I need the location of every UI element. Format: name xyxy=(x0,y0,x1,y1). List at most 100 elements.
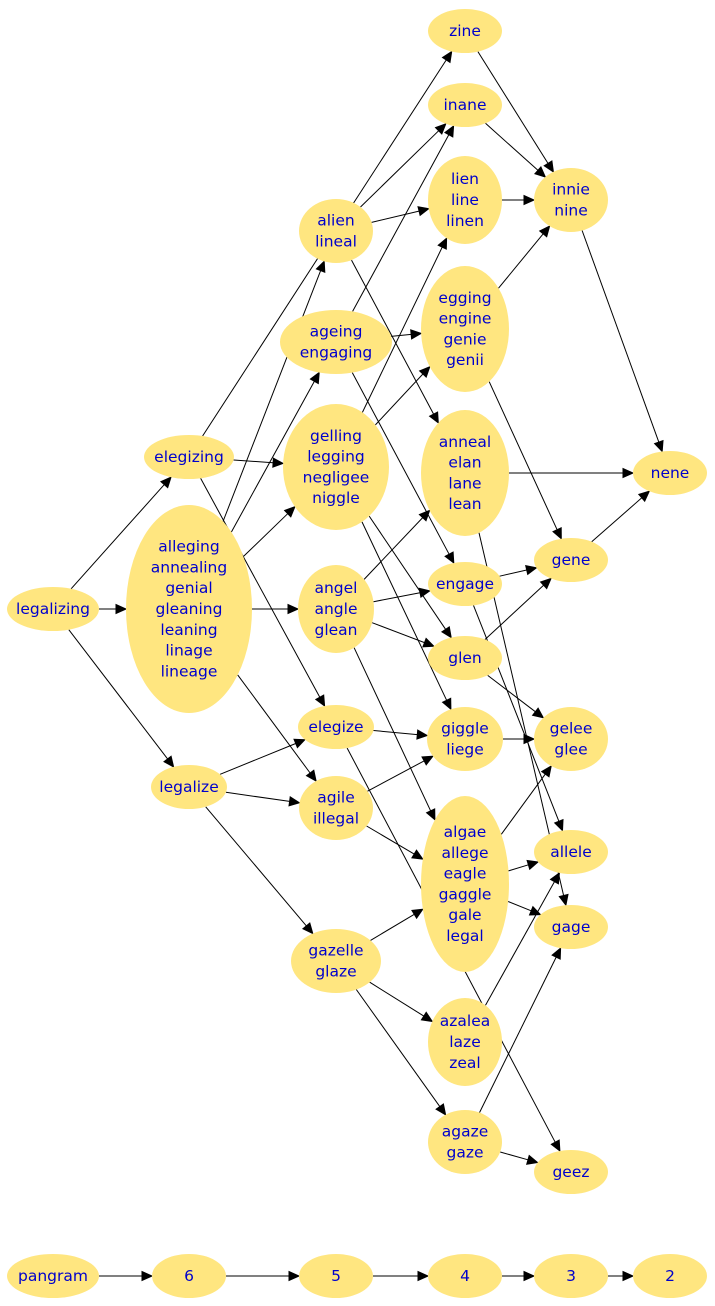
node-ellipse xyxy=(428,636,502,680)
arrowhead xyxy=(315,260,326,274)
edge-ageing-to-inane xyxy=(352,124,455,312)
node-label: ageing xyxy=(310,323,363,341)
arrowhead xyxy=(418,587,431,598)
edge-alien-to-anneal xyxy=(351,259,439,424)
node-gage: gage xyxy=(534,905,608,949)
edge-agaze-to-geez xyxy=(500,1151,539,1165)
node-legalize: legalize xyxy=(151,765,227,809)
arrowhead xyxy=(526,859,540,871)
node-label: elegize xyxy=(308,718,363,736)
edge-line xyxy=(500,773,546,835)
edge-line xyxy=(373,592,421,603)
edge-elegize-to-giggle xyxy=(373,729,429,740)
node-ellipse xyxy=(534,830,608,874)
node-label: lien xyxy=(451,170,479,188)
node-ellipse xyxy=(421,410,509,536)
edge-line xyxy=(222,270,322,522)
arrowhead xyxy=(434,122,447,135)
arrowhead xyxy=(418,365,431,378)
edge-algae-to-allele xyxy=(508,859,540,872)
edge-line xyxy=(375,373,424,426)
node-ellipse xyxy=(633,1254,707,1298)
node-label: negligee xyxy=(303,468,370,486)
edge-line xyxy=(70,484,165,590)
edge-angel-to-anneal xyxy=(363,509,431,580)
arrowhead xyxy=(417,206,430,217)
node-label: gazelle xyxy=(308,942,363,960)
edge-zine-to-innie xyxy=(477,51,555,173)
arrowhead xyxy=(314,694,326,708)
node-ellipse xyxy=(421,796,509,972)
node-label: genie xyxy=(443,330,486,348)
arrowhead xyxy=(309,371,320,385)
node-ellipse xyxy=(298,565,374,653)
edge-line xyxy=(477,51,549,164)
edge-gazelle-to-azalea xyxy=(369,981,434,1023)
edge-angel-to-glen xyxy=(371,622,435,648)
node-ellipse xyxy=(534,707,608,771)
node-ellipse xyxy=(144,435,234,479)
node-label: alien xyxy=(317,212,354,230)
arrowhead xyxy=(444,551,455,565)
edge-alien-to-inane xyxy=(360,122,447,208)
arrowhead xyxy=(538,225,551,238)
edge-gelling-to-egging xyxy=(375,365,431,426)
edge-line xyxy=(508,864,529,872)
node-label: gage xyxy=(552,918,591,936)
edge-innie-to-nene xyxy=(581,230,664,453)
arrowhead xyxy=(115,603,128,615)
edge-glen-to-gelee xyxy=(487,675,545,719)
arrowhead xyxy=(420,1011,434,1023)
edge-gelling-to-lien xyxy=(361,237,448,413)
edge-line xyxy=(371,210,420,223)
node-label: glaze xyxy=(315,962,356,980)
node-label: niggle xyxy=(312,489,360,507)
node-label: lineage xyxy=(161,662,218,680)
edge-glen-to-gene xyxy=(484,577,552,640)
node-label: gale xyxy=(448,906,481,924)
edge-legalize-to-agile xyxy=(225,791,301,807)
edge-alleging-to-alien xyxy=(222,260,326,522)
edge-line xyxy=(361,246,443,413)
node-ellipse xyxy=(534,538,608,582)
edge-algae-to-gage xyxy=(507,901,542,916)
node-label: linage xyxy=(165,642,212,660)
arrowhead xyxy=(540,765,552,778)
node-label: engage xyxy=(436,575,494,593)
arrowhead xyxy=(417,1270,430,1282)
edge-line xyxy=(355,989,441,1107)
node-label: liege xyxy=(446,740,484,758)
arrowhead xyxy=(550,1139,561,1153)
node-inane: inane xyxy=(428,83,502,127)
node-label: gleaning xyxy=(156,600,223,618)
node-ellipse xyxy=(534,168,608,232)
node-label: 3 xyxy=(566,1267,576,1285)
node-label: gaggle xyxy=(439,885,492,903)
node-label: 4 xyxy=(460,1267,470,1285)
node-label: pangram xyxy=(18,1267,88,1285)
edge-engage-to-gene xyxy=(499,564,538,577)
arrowhead xyxy=(421,755,434,766)
node-label: 6 xyxy=(184,1267,194,1285)
node-ellipse xyxy=(633,451,707,495)
arrowhead xyxy=(441,697,452,711)
edge-three-to-two xyxy=(608,1270,635,1282)
edge-alien-to-lien xyxy=(371,206,430,223)
node-label: gelee xyxy=(550,720,593,738)
arrowhead xyxy=(622,467,635,479)
edge-line xyxy=(353,647,432,812)
node-ellipse xyxy=(126,505,252,713)
arrowhead xyxy=(441,50,453,64)
edge-alleging-to-angel xyxy=(252,603,300,615)
node-elegize: elegize xyxy=(298,705,374,749)
node-label: legging xyxy=(307,448,365,466)
edge-inane-to-innie xyxy=(485,122,547,178)
node-gazelle: gazelle glaze xyxy=(291,929,381,993)
arrowhead xyxy=(531,707,545,719)
node-legalizing: legalizing xyxy=(7,587,99,631)
node-four: 4 xyxy=(428,1254,502,1298)
arrowhead xyxy=(411,908,424,920)
